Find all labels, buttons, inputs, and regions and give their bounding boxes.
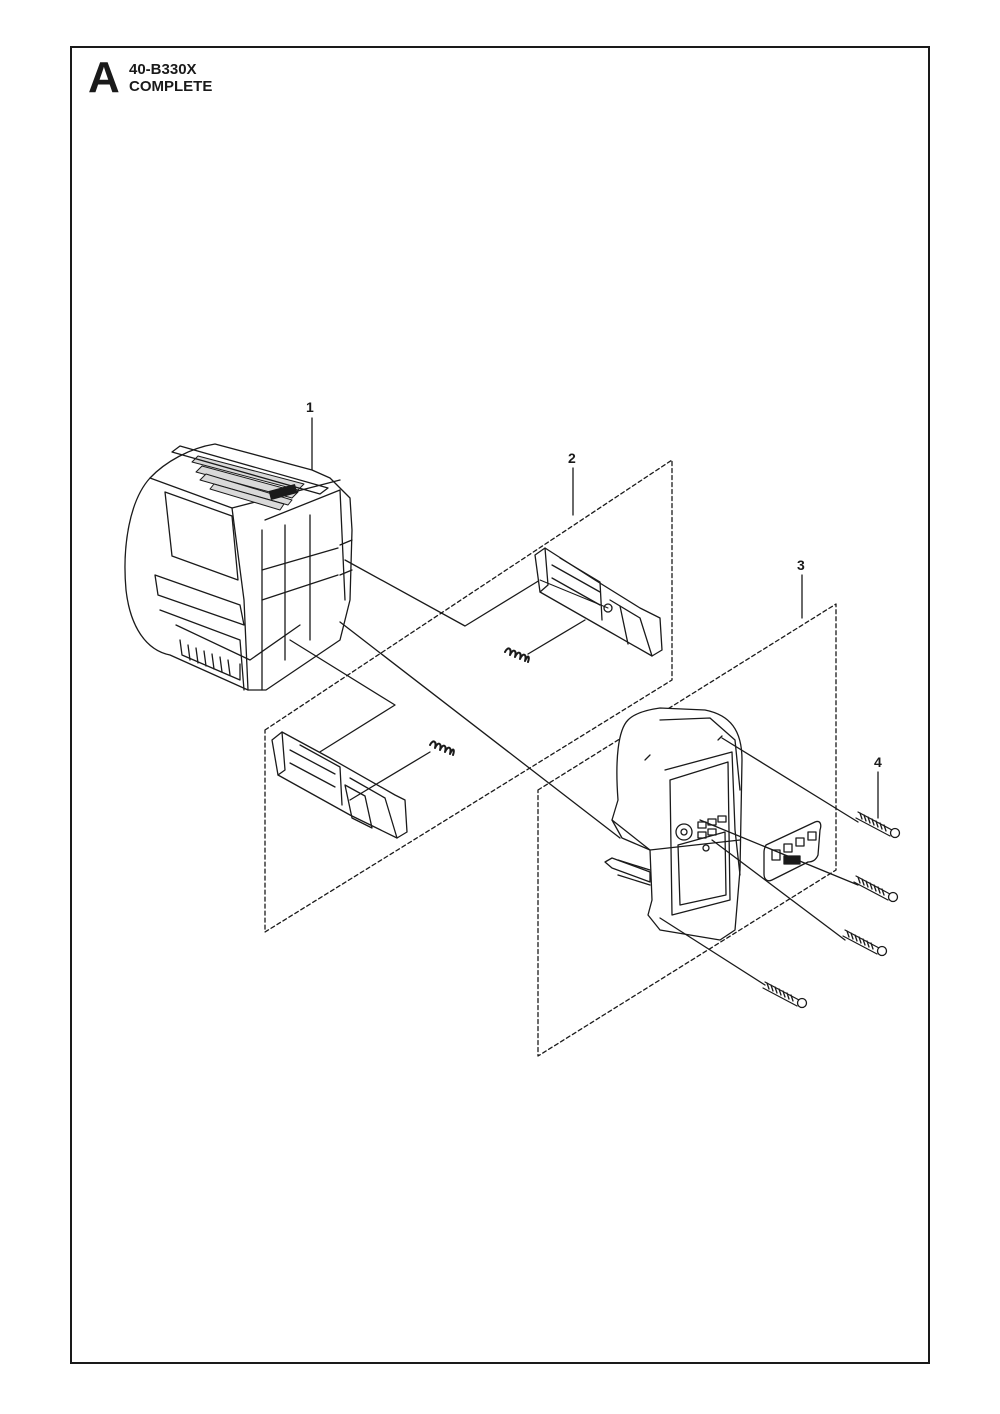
part-1-housing [124,443,353,691]
model-number: 40-B330X [129,61,197,78]
guide-line-3 [339,621,621,839]
part-3-control-cover [604,707,743,941]
guide-line-screw-3 [711,839,846,941]
guide-line-screw-4 [659,917,766,986]
guide-line-2b [289,639,396,756]
part-2-upper-latch [534,547,663,657]
kit-3-boundary [537,603,837,1057]
callout-3: 3 [797,557,805,573]
part-2-lower-spring [349,740,455,801]
callout-2: 2 [568,450,576,466]
kit-2-boundary [264,459,673,933]
part-4-screw-2 [853,875,899,903]
callout-4: 4 [874,754,882,770]
part-4-screw-1 [855,811,901,839]
part-4-screw-3 [842,929,888,957]
part-3-decal [763,820,822,882]
guide-line-screw-2 [699,819,859,886]
callout-1: 1 [306,399,314,415]
part-2-upper-spring [504,579,609,663]
part-4-screw-4 [762,981,808,1009]
page-frame [70,46,930,1364]
part-2-lower-latch [271,731,408,839]
guide-line-screw-1 [721,737,859,823]
section-letter: A [88,53,120,102]
guide-line-2a [344,559,541,627]
assembly-title: COMPLETE [129,78,213,95]
